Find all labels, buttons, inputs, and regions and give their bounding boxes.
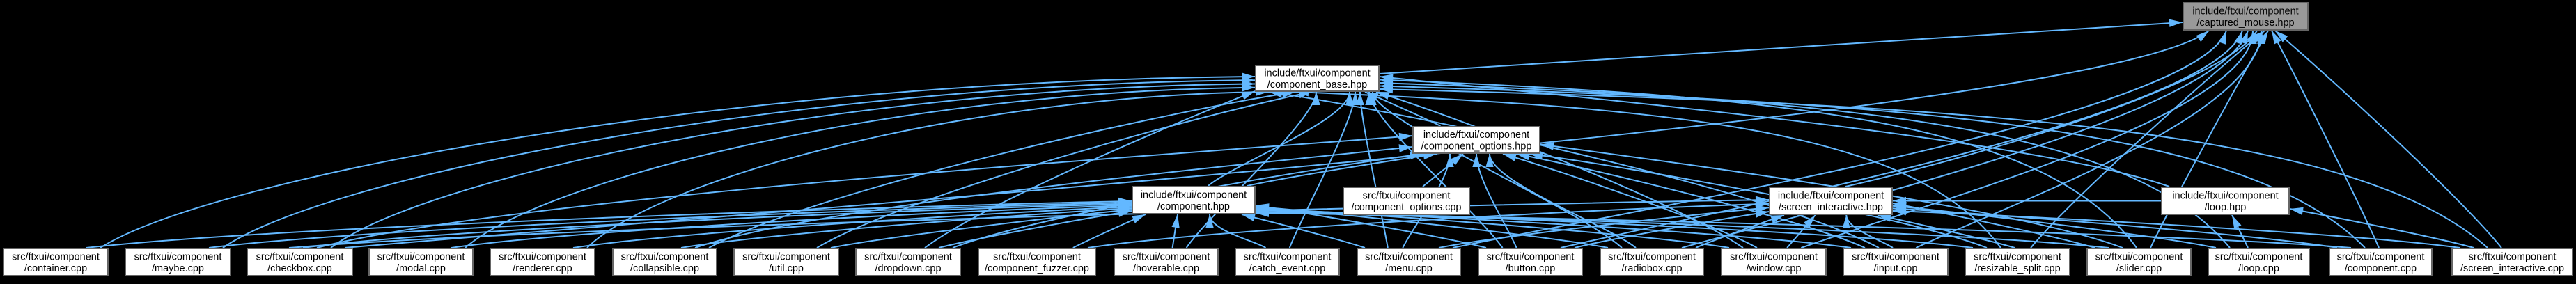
svg-text:/container.cpp: /container.cpp [24,263,87,274]
svg-text:src/ftxui/component: src/ftxui/component [1363,191,1451,202]
svg-text:/button.cpp: /button.cpp [1506,263,1556,274]
svg-text:src/ftxui/component: src/ftxui/component [2215,252,2303,263]
svg-text:src/ftxui/component: src/ftxui/component [1608,252,1696,263]
svg-text:include/ftxui/component: include/ftxui/component [1264,68,1370,79]
svg-text:src/ftxui/component: src/ftxui/component [621,252,709,263]
svg-text:/collapsible.cpp: /collapsible.cpp [630,263,699,274]
svg-text:include/ftxui/component: include/ftxui/component [1778,191,1884,202]
svg-text:/component_options.hpp: /component_options.hpp [1421,141,1532,152]
svg-text:/captured_mouse.hpp: /captured_mouse.hpp [2196,17,2294,29]
svg-text:include/ftxui/component: include/ftxui/component [2192,6,2298,17]
svg-text:src/ftxui/component: src/ftxui/component [1123,252,1210,263]
svg-text:/checkbox.cpp: /checkbox.cpp [267,263,332,274]
svg-text:src/ftxui/component: src/ftxui/component [377,252,465,263]
svg-text:src/ftxui/component: src/ftxui/component [993,252,1081,263]
svg-text:src/ftxui/component: src/ftxui/component [12,252,100,263]
svg-text:src/ftxui/component: src/ftxui/component [2469,252,2557,263]
svg-text:include/ftxui/component: include/ftxui/component [1423,129,1529,141]
svg-text:/renderer.cpp: /renderer.cpp [513,263,572,274]
svg-text:src/ftxui/component: src/ftxui/component [1365,252,1453,263]
svg-text:/input.cpp: /input.cpp [1874,263,1918,274]
svg-text:include/ftxui/component: include/ftxui/component [1141,190,1247,201]
svg-text:include/ftxui/component: include/ftxui/component [2172,191,2278,202]
svg-text:src/ftxui/component: src/ftxui/component [864,252,952,263]
svg-text:/component_base.hpp: /component_base.hpp [1267,79,1368,90]
svg-text:/maybe.cpp: /maybe.cpp [152,263,204,274]
svg-text:src/ftxui/component: src/ftxui/component [2337,252,2425,263]
svg-text:/hoverable.cpp: /hoverable.cpp [1133,263,1199,274]
svg-text:/dropdown.cpp: /dropdown.cpp [875,263,941,274]
svg-text:/window.cpp: /window.cpp [1747,263,1802,274]
svg-text:src/ftxui/component: src/ftxui/component [742,252,830,263]
svg-text:src/ftxui/component: src/ftxui/component [1244,252,1332,263]
svg-text:/component_options.cpp: /component_options.cpp [1352,202,1462,213]
svg-text:/component_fuzzer.cpp: /component_fuzzer.cpp [985,263,1089,274]
svg-text:/catch_event.cpp: /catch_event.cpp [1249,263,1326,274]
svg-text:src/ftxui/component: src/ftxui/component [1730,252,1818,263]
svg-text:src/ftxui/component: src/ftxui/component [2095,252,2183,263]
svg-text:src/ftxui/component: src/ftxui/component [1974,252,2061,263]
svg-text:/slider.cpp: /slider.cpp [2116,263,2162,274]
svg-text:/loop.cpp: /loop.cpp [2238,263,2279,274]
svg-text:src/ftxui/component: src/ftxui/component [499,252,586,263]
svg-text:src/ftxui/component: src/ftxui/component [1487,252,1575,263]
svg-text:/radiobox.cpp: /radiobox.cpp [1621,263,1682,274]
svg-text:src/ftxui/component: src/ftxui/component [1852,252,1939,263]
svg-text:/component.hpp: /component.hpp [1157,201,1230,212]
svg-text:/menu.cpp: /menu.cpp [1385,263,1433,274]
svg-text:/screen_interactive.cpp: /screen_interactive.cpp [2460,263,2564,274]
svg-text:/loop.hpp: /loop.hpp [2205,202,2247,213]
svg-text:/component.cpp: /component.cpp [2345,263,2417,274]
svg-text:/screen_interactive.hpp: /screen_interactive.hpp [1779,202,1883,213]
svg-text:src/ftxui/component: src/ftxui/component [256,252,344,263]
svg-text:/modal.cpp: /modal.cpp [396,263,446,274]
svg-text:src/ftxui/component: src/ftxui/component [134,252,222,263]
svg-text:/resizable_split.cpp: /resizable_split.cpp [1974,263,2060,274]
svg-text:/util.cpp: /util.cpp [769,263,804,274]
